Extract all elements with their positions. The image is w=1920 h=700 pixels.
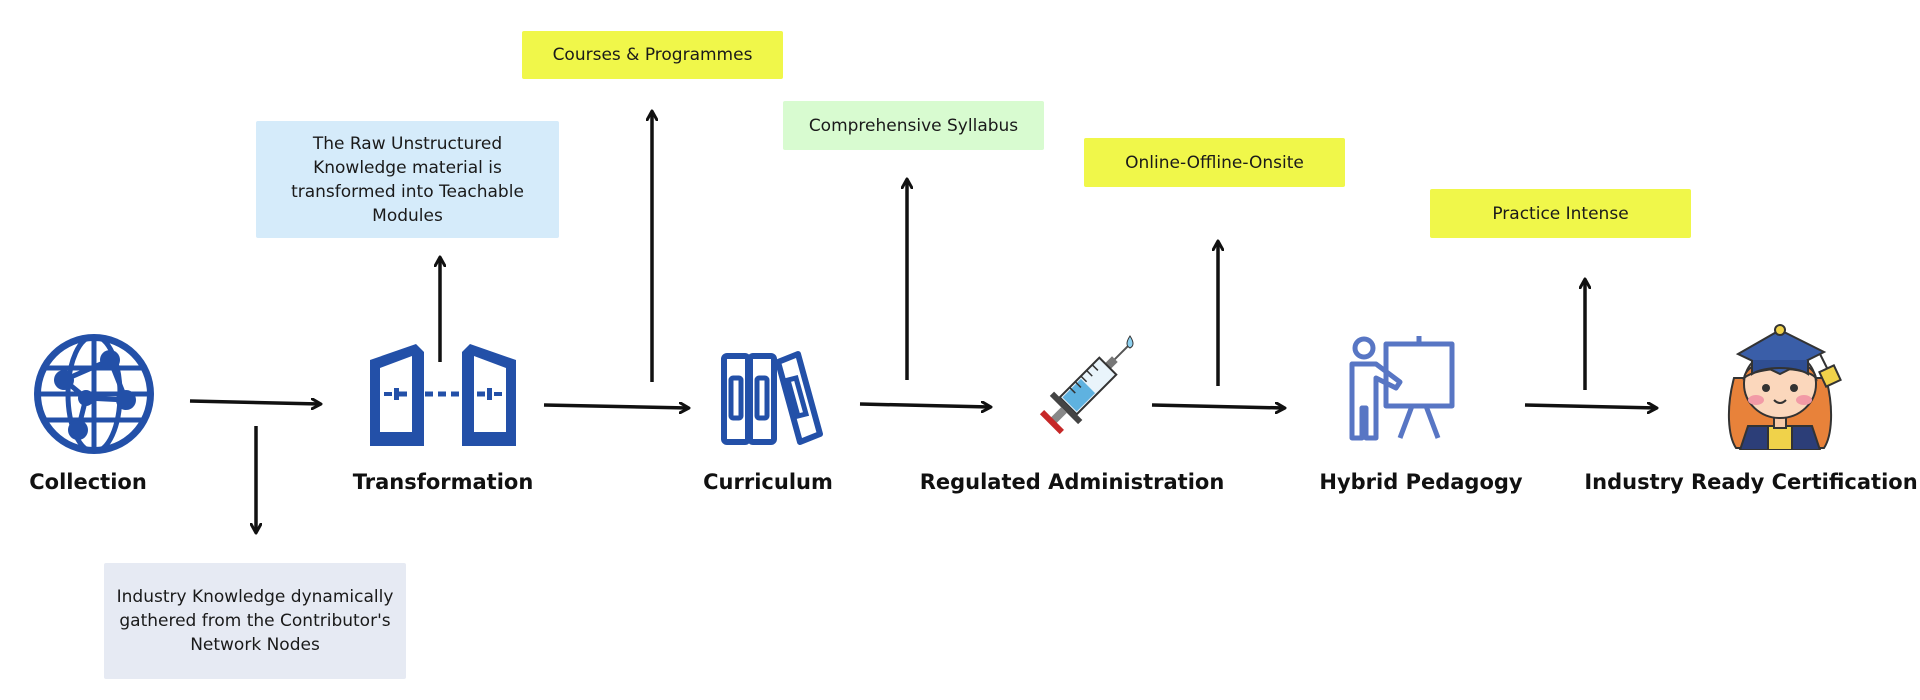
globe-network-icon: [28, 328, 160, 460]
stage-label-hybrid-pedagogy: Hybrid Pedagogy: [1319, 470, 1523, 494]
graduate-icon: [1712, 308, 1848, 450]
arrow-transformation-to-curriculum: [543, 405, 688, 408]
note-raw-knowledge: The Raw Unstructured Knowledge material …: [256, 121, 559, 238]
arrow-curriculum-to-administration: [859, 404, 990, 407]
stage-label-curriculum: Curriculum: [703, 470, 833, 494]
note-practice-intense: Practice Intense: [1430, 189, 1691, 238]
note-comprehensive-syllabus: Comprehensive Syllabus: [783, 101, 1044, 150]
transform-binders-icon: [368, 342, 518, 446]
arrow-collection-to-transformation: [189, 401, 320, 404]
arrow-pedagogy-to-certification: [1524, 405, 1656, 408]
books-icon: [720, 350, 824, 446]
stage-label-transformation: Transformation: [352, 470, 534, 494]
note-courses-programmes: Courses & Programmes: [522, 31, 783, 79]
syringe-icon: [1038, 330, 1138, 442]
stage-label-regulated-administration: Regulated Administration: [919, 470, 1225, 494]
note-industry-knowledge: Industry Knowledge dynamically gathered …: [104, 563, 406, 679]
stage-label-collection: Collection: [29, 470, 147, 494]
arrow-administration-to-pedagogy: [1151, 405, 1284, 408]
teacher-board-icon: [1346, 334, 1458, 444]
note-online-offline-onsite: Online-Offline-Onsite: [1084, 138, 1345, 187]
stage-label-industry-ready-certification: Industry Ready Certification: [1584, 470, 1918, 494]
